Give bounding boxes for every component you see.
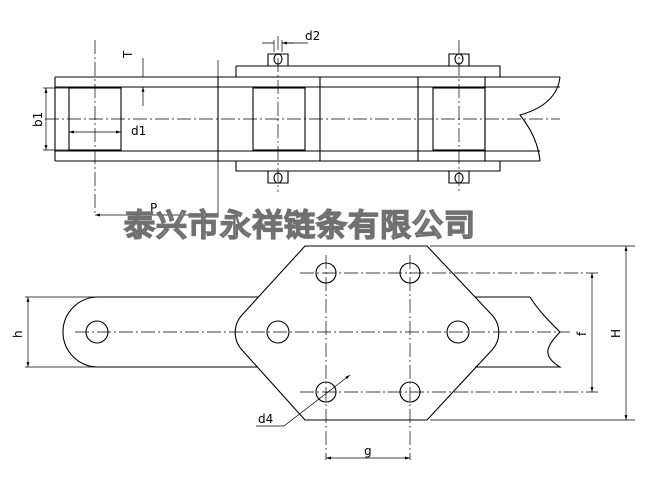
label-b1: b1	[31, 112, 45, 127]
inner-link-left	[62, 296, 258, 368]
label-d4: d4	[258, 412, 273, 426]
pin-hole-right	[446, 320, 470, 344]
label-d2: d2	[305, 29, 320, 43]
label-P: P	[150, 201, 157, 215]
attachment-plate	[234, 245, 500, 421]
top-view	[43, 36, 561, 217]
outer-plate-upper	[236, 65, 501, 77]
label-h: h	[11, 330, 25, 338]
pin-hole-middle	[266, 320, 290, 344]
outer-plate-lower	[235, 161, 501, 172]
company-watermark: 泰兴市永祥链条有限公司	[124, 208, 476, 244]
label-g: g	[364, 444, 372, 458]
label-f: f	[575, 331, 589, 336]
label-H: H	[609, 329, 623, 338]
side-view	[25, 245, 635, 460]
label-d1: d1	[131, 124, 146, 138]
label-T: T	[121, 50, 135, 59]
break-line	[519, 76, 561, 162]
